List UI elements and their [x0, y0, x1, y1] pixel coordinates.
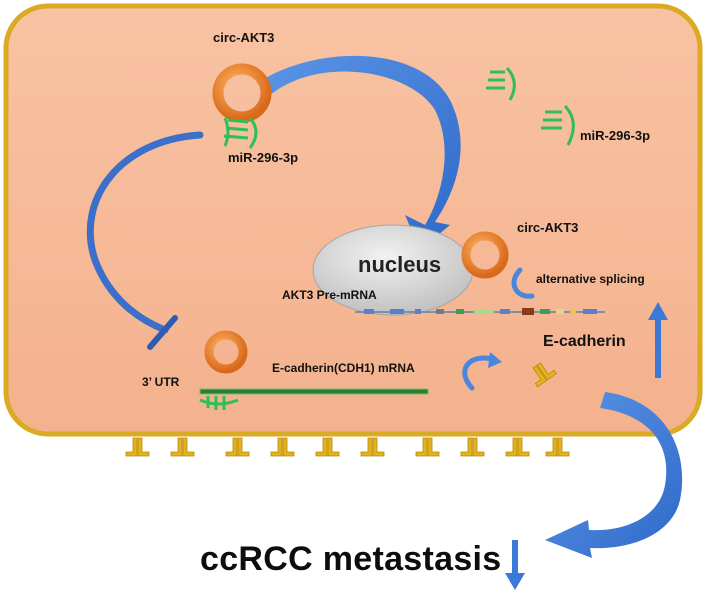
- mirna-icon: [199, 396, 239, 410]
- e-cadherin-receptor-icon: [360, 437, 385, 457]
- e-cadherin-receptor-icon: [415, 437, 440, 457]
- e-cadherin-receptor-icon: [460, 437, 485, 457]
- mirna-icon: [223, 117, 230, 147]
- ecadherin-label: E-cadherin: [543, 333, 626, 350]
- nucleus-label: nucleus: [358, 252, 442, 277]
- e-cadherin-receptor-icon: [505, 437, 530, 457]
- e-cadherin-receptor-icon: [225, 437, 250, 457]
- cell-membrane: [3, 3, 703, 437]
- e-cadherin-receptor-icon: [315, 437, 340, 457]
- mirna-icon: [541, 104, 575, 146]
- e-cadherin-receptor-icon: [532, 362, 557, 388]
- inhibition-bar: [147, 315, 178, 350]
- transport-arrow: [262, 55, 461, 251]
- exit-arrow: [545, 392, 683, 558]
- e-cadherin-receptor-icon: [125, 437, 150, 457]
- circ-akt3-nucleus-label: circ-AKT3: [517, 220, 579, 235]
- ecadherin-mrna-label: E-cadherin(CDH1) mRNA: [272, 361, 415, 375]
- e-cadherin-receptor-icon: [545, 437, 570, 457]
- translation-arrow: [462, 355, 498, 391]
- ecadherin-mrna-strand: [199, 388, 429, 395]
- circ-rna-ring-icon: [204, 330, 248, 374]
- circ-rna-ring-icon: [461, 231, 509, 279]
- mirna-icon: [223, 117, 258, 149]
- alternative-splicing-label: alternative splicing: [536, 272, 645, 286]
- akt3-pre-mrna-label: AKT3 Pre-mRNA: [282, 288, 377, 302]
- inhibition-arrow-icon: [86, 131, 204, 334]
- circ-rna-ring-icon: [212, 63, 272, 123]
- pre-mrna-exons: [364, 308, 597, 315]
- utr-label: 3’ UTR: [142, 375, 180, 389]
- ccrcc-metastasis-label: ccRCC metastasis: [200, 540, 502, 578]
- mir-296-3p-bound-label: miR-296-3p: [228, 150, 299, 165]
- e-cadherin-receptor-icon: [170, 437, 195, 457]
- circ-akt3-label: circ-AKT3: [213, 30, 275, 45]
- mir-296-3p-free-label: miR-296-3p: [580, 128, 651, 143]
- mirna-icon: [486, 66, 516, 101]
- e-cadherin-receptor-icon: [270, 437, 295, 457]
- membrane-receptors: [125, 437, 570, 457]
- splicing-arc: [511, 267, 535, 299]
